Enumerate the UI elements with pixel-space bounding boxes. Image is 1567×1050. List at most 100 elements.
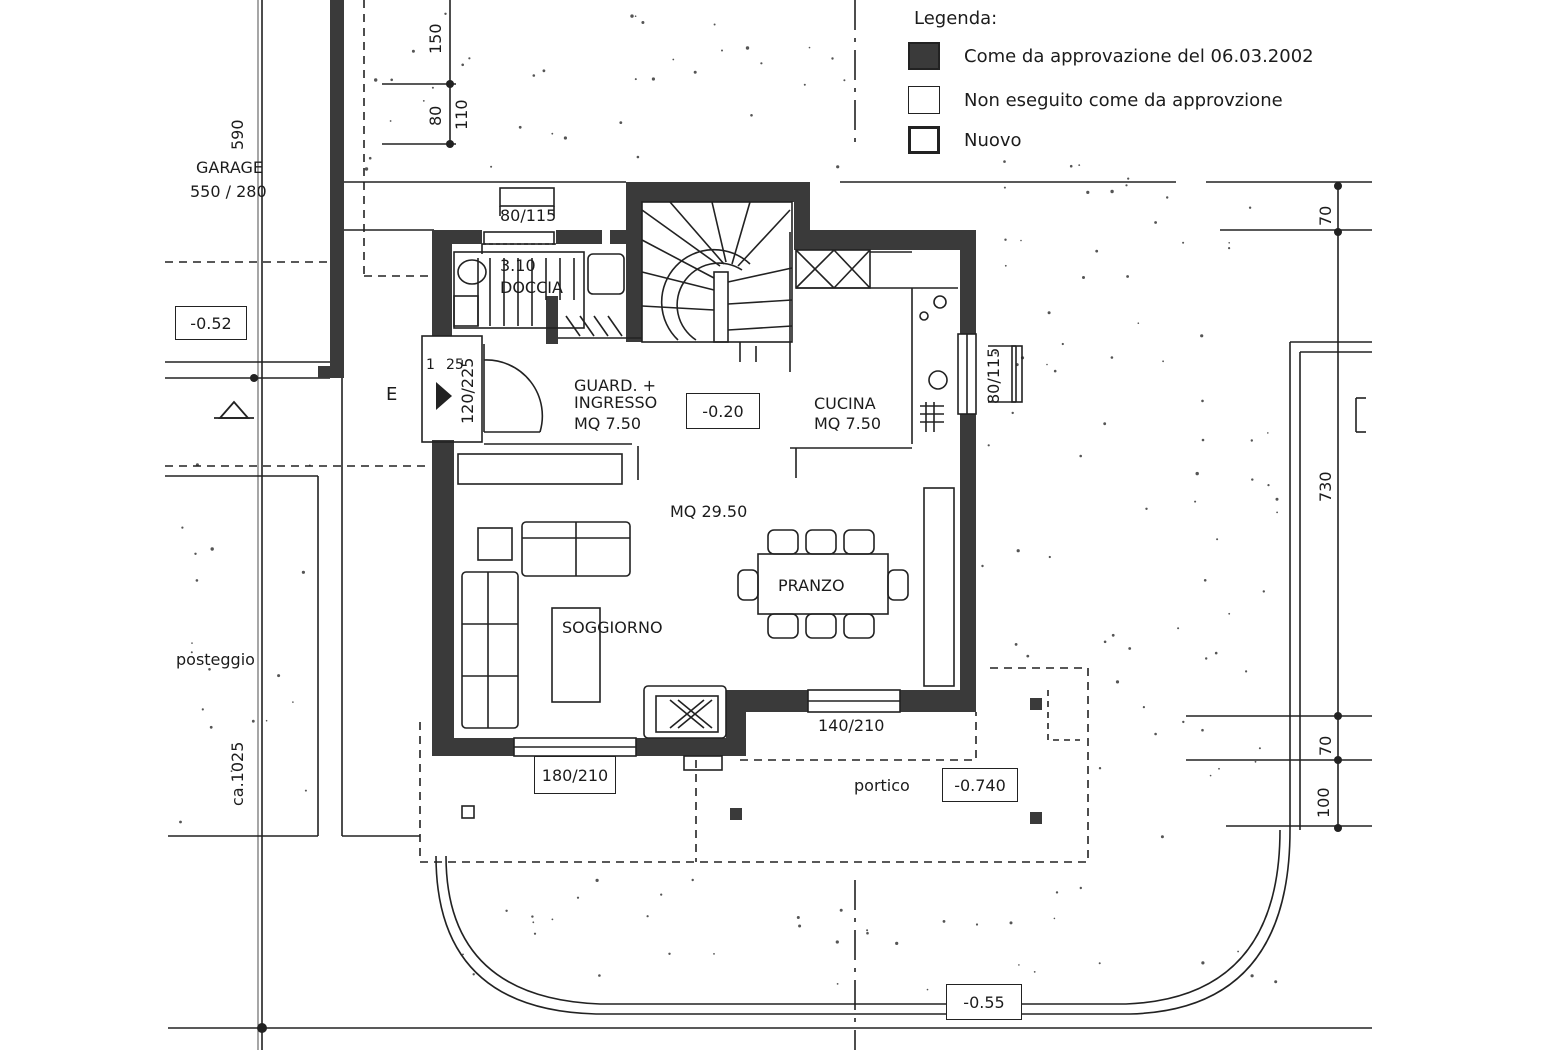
stipple-dot	[839, 908, 843, 912]
stipple-dot	[835, 940, 839, 944]
stipple-dot	[1047, 311, 1051, 315]
stipple-dot	[796, 916, 800, 919]
room-label-soggiorno: SOGGIORNO	[562, 618, 663, 637]
stipple-dot	[691, 878, 694, 882]
stipple-dot	[389, 120, 392, 122]
stipple-dot	[1262, 590, 1266, 593]
stipple-dot	[551, 918, 554, 921]
stipple-dot	[926, 988, 929, 991]
level-box-ingresso: -0.20	[686, 393, 760, 429]
stipple-dot	[1082, 276, 1085, 279]
dim-70-bottom: 70	[1316, 735, 1335, 756]
stipple-dot	[1201, 399, 1204, 403]
stipple-dot	[1098, 962, 1101, 965]
stipple-dot	[542, 69, 546, 73]
stipple-dot	[1177, 627, 1180, 630]
stipple-dot	[634, 78, 637, 81]
legend-title: Legenda:	[914, 8, 998, 29]
dim-100: 100	[1314, 787, 1333, 818]
stipple-dot	[551, 132, 554, 135]
room-label-ingresso: INGRESSO	[574, 393, 658, 412]
stipple-dot	[1079, 454, 1082, 458]
stipple-dot	[1275, 497, 1279, 501]
stipple-dot	[461, 63, 465, 67]
stipple-dot	[1009, 921, 1013, 925]
stipple-dot	[672, 58, 675, 61]
stipple-dot	[181, 526, 184, 529]
stipple-dot	[1205, 657, 1208, 660]
stipple-dot	[1086, 190, 1090, 194]
stipple-dot	[1125, 184, 1128, 187]
stipple-dot	[630, 14, 634, 18]
stipple-dot	[866, 929, 869, 932]
legend-item-approved: Come da approvazione del 06.03.2002	[908, 42, 1314, 70]
dim-110: 110	[452, 99, 471, 130]
stipple-dot	[619, 121, 623, 124]
stipple-dot	[265, 719, 268, 722]
stipple-dot	[1276, 511, 1278, 514]
stipple-dot	[1209, 774, 1212, 777]
stipple-dot	[374, 78, 378, 82]
stipple-dot	[668, 952, 671, 955]
opening-window-bottom-left: 180/210	[534, 756, 616, 794]
stipple-dot	[1258, 747, 1261, 750]
stipple-dot	[1200, 334, 1204, 338]
stipple-dot	[836, 165, 840, 169]
stipple-dot	[1214, 651, 1218, 655]
opening-window-bottom-right: 140/210	[818, 716, 885, 735]
garden-stipple	[179, 12, 1279, 997]
stipple-dot	[1061, 342, 1064, 346]
stipple-dot	[636, 155, 640, 159]
stipple-dot	[866, 931, 869, 935]
stipple-dot	[760, 62, 763, 65]
stipple-dot	[660, 893, 663, 896]
entrance-marker: E	[386, 384, 398, 405]
stipple-dot	[518, 125, 522, 129]
dimension-nodes	[250, 80, 1342, 1033]
stipple-dot	[1228, 242, 1230, 244]
stipple-dot	[1103, 640, 1107, 644]
stipple-dot	[364, 167, 369, 171]
legend-label: Non eseguito come da approvzione	[964, 89, 1283, 111]
stipple-dot	[803, 83, 806, 86]
stipple-dot	[634, 15, 637, 17]
dim-590: 590	[228, 119, 247, 150]
stipple-dot	[641, 21, 645, 24]
legend-item-new: Nuovo	[908, 126, 1022, 154]
stipple-dot	[1004, 264, 1007, 267]
stipple-dot	[563, 136, 568, 140]
stipple-dot	[1016, 549, 1020, 553]
legend-label: Come da approvazione del 06.03.2002	[964, 45, 1314, 67]
doccia-area: 3.10	[500, 256, 536, 275]
stipple-dot	[1018, 964, 1020, 966]
site-lines	[165, 0, 1372, 1050]
stipple-dot	[422, 100, 425, 102]
stipple-dot	[595, 878, 599, 883]
stipple-dot	[390, 78, 394, 82]
dim-1025: ca.1025	[228, 741, 247, 806]
level-symbols	[214, 382, 452, 419]
stipple-dot	[194, 552, 197, 555]
dim-80: 80	[426, 105, 445, 126]
stipple-dot	[1137, 322, 1140, 325]
stipple-dot	[831, 57, 834, 60]
stipple-dot	[1251, 478, 1254, 481]
stipple-dot	[1154, 732, 1157, 736]
stipple-dot	[431, 86, 434, 89]
stipple-dot	[1127, 177, 1130, 180]
room-label-cucina: CUCINA	[814, 394, 876, 413]
stipple-dot	[472, 973, 475, 976]
stipple-dot	[1194, 500, 1197, 503]
stipple-dot	[1126, 275, 1129, 278]
stipple-dot	[490, 165, 493, 168]
stipple-dot	[179, 820, 182, 824]
stipple-dot	[1195, 471, 1199, 476]
stipple-dot	[468, 57, 471, 60]
stipple-dot	[987, 444, 990, 447]
stipple-dot	[975, 923, 979, 926]
stipple-dot	[210, 547, 214, 551]
walls	[318, 0, 976, 756]
stipple-dot	[1110, 189, 1114, 194]
stipple-dot	[1053, 369, 1057, 373]
